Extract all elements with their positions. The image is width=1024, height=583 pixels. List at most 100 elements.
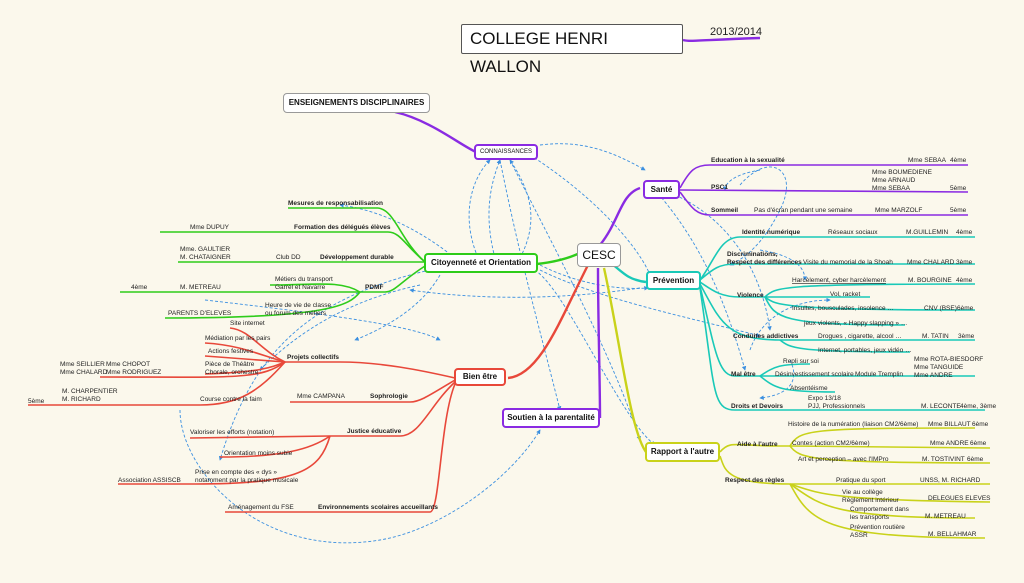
- malettre-label: Mal être: [731, 371, 756, 378]
- prev-chalard: Mme CHALARD: [907, 259, 955, 266]
- cinquieme-label: 5ème: [28, 398, 45, 405]
- sante-lines: [679, 164, 969, 216]
- actions-label: Actions festives: [208, 348, 254, 355]
- citoyennete-box[interactable]: Citoyenneté et Orientation: [424, 253, 538, 273]
- heure2-label: ou forum des métiers: [265, 310, 327, 317]
- cnv-label: CNV (BSE): [924, 305, 957, 312]
- harcel-label[interactable]: Harcèlement, cyber harcèlement: [792, 277, 886, 284]
- club-label: Club DD: [276, 254, 301, 261]
- campana-label: Mme CAMPANA: [297, 393, 346, 400]
- tatin-label: M. TATIN: [922, 333, 949, 340]
- prevention-lines: [699, 236, 985, 411]
- connaissances-box[interactable]: CONNAISSANCES: [474, 144, 538, 160]
- formation-label: Formation des délégués élèves: [294, 224, 391, 231]
- charpentier-label: M. CHARPENTIER: [62, 388, 118, 395]
- rap-metreau: M. METREAU: [925, 513, 966, 520]
- main-branches: [507, 186, 647, 453]
- pdmf-label: PDMF: [365, 284, 383, 291]
- metreau-label: M. METREAU: [180, 284, 221, 291]
- prevention-box[interactable]: Prévention: [646, 271, 701, 290]
- contes-label: Contes (action CM2/6ème): [792, 440, 870, 447]
- parentalite-box[interactable]: Soutien à la parentalité: [502, 408, 600, 428]
- seillier-label: Mme SEILLIER: [60, 361, 105, 368]
- prev-q1: 4ème: [956, 229, 973, 236]
- metiers2-label: Garrel et Navarre: [275, 284, 326, 291]
- justice-label: Justice éducative: [347, 428, 402, 435]
- title-box: COLLEGE HENRI WALLON: [461, 24, 683, 76]
- env-label: Environnements scolaires accueillants: [318, 504, 438, 511]
- prev-s1: 6ème: [957, 305, 974, 312]
- discrim1-label: Discriminations,: [727, 251, 778, 258]
- unss-label: UNSS, M. RICHARD: [920, 477, 981, 484]
- educ-label: Education à la sexualité: [711, 157, 785, 164]
- quatrieme-label: 4ème: [131, 284, 148, 291]
- site-label: Site internet: [230, 320, 265, 327]
- c-sante2: 5ème: [950, 207, 967, 214]
- discrim2-label: Respect des différences: [727, 259, 802, 266]
- internet-label: Internet, portables, jeux vidéo …: [818, 347, 912, 354]
- sophro-label: Sophrologie: [370, 393, 408, 400]
- sommeil-label: Sommeil: [711, 207, 738, 214]
- bienetre-lines: [28, 327, 456, 513]
- rapport-box[interactable]: Rapport à l'autre: [645, 442, 720, 462]
- enseignements-box[interactable]: ENSEIGNEMENTS DISCIPLINAIRES: [283, 93, 430, 113]
- identite-label: Identité numérique: [742, 229, 801, 236]
- expo-label: Expo 13/18: [808, 395, 841, 402]
- art-label: Art et perception – avec l'IMPro: [798, 456, 889, 463]
- valoriser-label: Valoriser les efforts (notation): [190, 429, 274, 436]
- mediation-label: Médiation par les pairs: [205, 335, 271, 342]
- prev1-label: Prévention routière: [850, 524, 905, 531]
- sport-label: Pratique du sport: [836, 477, 886, 484]
- bourgine-label: M. BOURGINE: [908, 277, 952, 284]
- year-label: 2013/2014: [710, 26, 762, 38]
- bienetre-box[interactable]: Bien être: [454, 368, 506, 386]
- conduites-label: Conduites addictives: [733, 333, 799, 340]
- pasecran-label: Pas d'écran pendant une semaine: [754, 207, 853, 214]
- insultes-label: Insultes, bousculades, insolence …: [792, 305, 894, 312]
- vol-label: Vol, racket: [830, 291, 861, 298]
- mesures-label: Mesures de responsabilisation: [288, 200, 383, 207]
- comp1-label: Comportement dans: [850, 506, 910, 513]
- prev-t2: 3ème: [958, 333, 975, 340]
- prev-q2: 4ème: [956, 277, 973, 284]
- cesc-box[interactable]: CESC: [577, 243, 621, 267]
- histoire-label: Histoire de la numération (liaison CM2/6…: [788, 421, 918, 428]
- shoah-label: Visite du memorial de la Shoah: [803, 259, 893, 266]
- sante-box[interactable]: Santé: [643, 180, 680, 199]
- respect-label: Respect des règles: [725, 477, 785, 484]
- pjj-label: PJJ, Professionnels: [808, 403, 866, 410]
- rap-andre: Mme ANDRE: [930, 440, 969, 447]
- metiers1-label: Métiers du transport: [275, 276, 333, 283]
- desinv-label: Désinvestissement scolaire: [775, 371, 854, 378]
- vie2-label: Règlement intérieur: [842, 497, 900, 504]
- jeux-label: jeux violents, « Happy slapping » …: [803, 320, 907, 327]
- gaultier-label: Mme. GAULTIER: [180, 246, 230, 253]
- comp2-label: les transports: [850, 514, 890, 521]
- dupuy-label: Mme DUPUY: [190, 224, 230, 231]
- prev-t1: 3ème: [956, 259, 973, 266]
- tanguide-label: Mme TANGUIDE: [914, 364, 964, 371]
- bellahmar-label: M. BELLAHMAR: [928, 531, 977, 538]
- sebaa2-label: Mme SEBAA: [872, 185, 911, 192]
- sebaa1-label: Mme SEBAA: [908, 157, 947, 164]
- prise2-label: notamment par la pratique musicale: [195, 477, 299, 484]
- tremplin-label: Module Tremplin: [855, 371, 903, 378]
- drogues-label: Drogues , cigarette, alcool …: [818, 333, 902, 340]
- arnaud-label: Mme ARNAUD: [872, 177, 916, 184]
- amenagement-label: Aménagement du FSE: [228, 504, 294, 511]
- rapport-lines: [719, 427, 991, 539]
- rap-s3: 6ème: [967, 456, 984, 463]
- heure1-label: Heure de vie de classe: [265, 302, 332, 309]
- richard-label: M. RICHARD: [62, 396, 101, 403]
- rota-label: Mme ROTA-BIESDORF: [914, 356, 983, 363]
- tostivint-label: M. TOSTIVINT: [922, 456, 965, 463]
- citoyennete-lines: [120, 207, 426, 319]
- c-sante1: 5ème: [950, 185, 967, 192]
- piece-label: Pièce de Théâtre: [205, 361, 255, 368]
- droits-label: Droits et Devoirs: [731, 403, 783, 410]
- rodriguez-label: Mme RODRIGUEZ: [106, 369, 161, 376]
- marzolf-label: Mme MARZOLF: [875, 207, 922, 214]
- boumediene-label: Mme BOUMEDIENE: [872, 169, 933, 176]
- guillemin-label: M.GUILLEMIN: [906, 229, 949, 236]
- chataigner-label: M. CHATAIGNER: [180, 254, 231, 261]
